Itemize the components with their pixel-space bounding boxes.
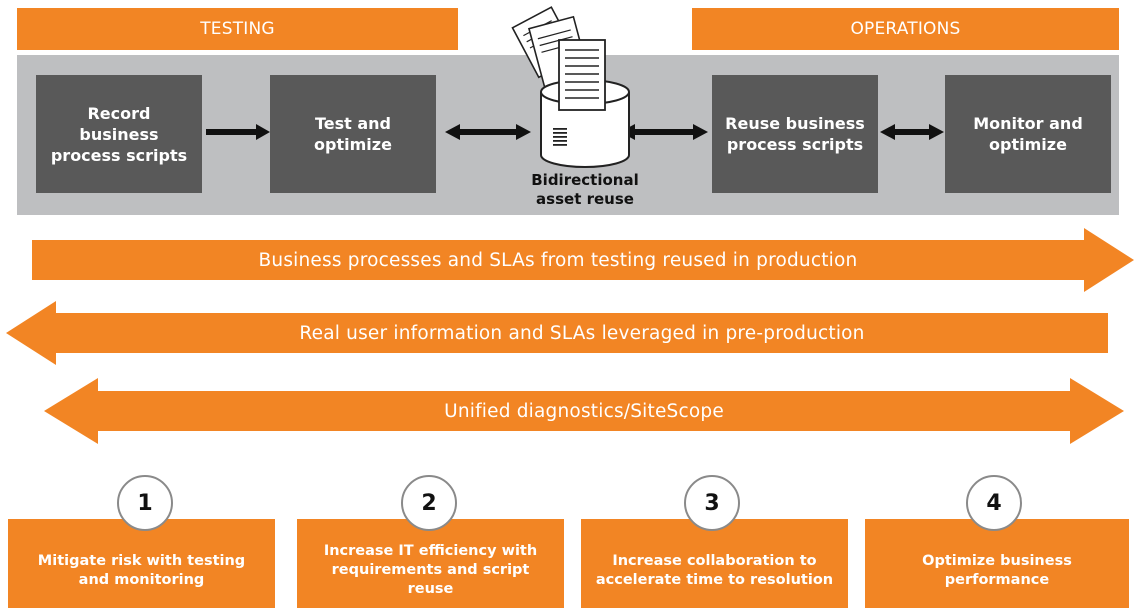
- repository-label: Bidirectional asset reuse: [531, 171, 639, 208]
- step-label: Record business process scripts: [50, 103, 188, 165]
- benefit-1: Mitigate risk with testing and monitorin…: [8, 519, 275, 608]
- step-label: Test and optimize: [314, 114, 392, 154]
- step-test-optimize: Test and optimize: [270, 75, 436, 193]
- testing-header: TESTING: [17, 8, 458, 50]
- benefit-number-badge: 3: [684, 475, 740, 531]
- benefit-2: Increase IT efficiency with requirements…: [297, 519, 564, 608]
- benefit-number-badge: 1: [117, 475, 173, 531]
- step-label: Monitor and optimize: [973, 114, 1083, 154]
- benefit-number-badge: 4: [966, 475, 1022, 531]
- arrow-right-icon: [206, 124, 270, 140]
- benefit-number-badge: 2: [401, 475, 457, 531]
- step-monitor-optimize: Monitor and optimize: [945, 75, 1111, 193]
- step-record-scripts: Record business process scripts: [36, 75, 202, 193]
- arrow-bidirectional-icon: [880, 124, 944, 140]
- benefit-label: Optimize business performance: [922, 552, 1072, 588]
- flow-arrow-bidirectional-icon: [44, 378, 1124, 444]
- benefit-3: Increase collaboration to accelerate tim…: [581, 519, 848, 608]
- flow-arrow-left-icon: [6, 301, 1108, 365]
- arrow-bidirectional-icon: [620, 124, 708, 140]
- step-label: Reuse business process scripts: [725, 114, 865, 154]
- benefit-4: Optimize business performance: [865, 519, 1129, 608]
- flow-arrow-right-icon: [32, 228, 1134, 292]
- benefit-label: Increase IT efficiency with requirements…: [323, 543, 538, 597]
- benefit-label: Increase collaboration to accelerate tim…: [595, 552, 834, 588]
- arrow-bidirectional-icon: [445, 124, 531, 140]
- operations-header: OPERATIONS: [692, 8, 1119, 50]
- benefit-label: Mitigate risk with testing and monitorin…: [37, 552, 246, 588]
- step-reuse-scripts: Reuse business process scripts: [712, 75, 878, 193]
- database-documents-icon: [511, 6, 630, 168]
